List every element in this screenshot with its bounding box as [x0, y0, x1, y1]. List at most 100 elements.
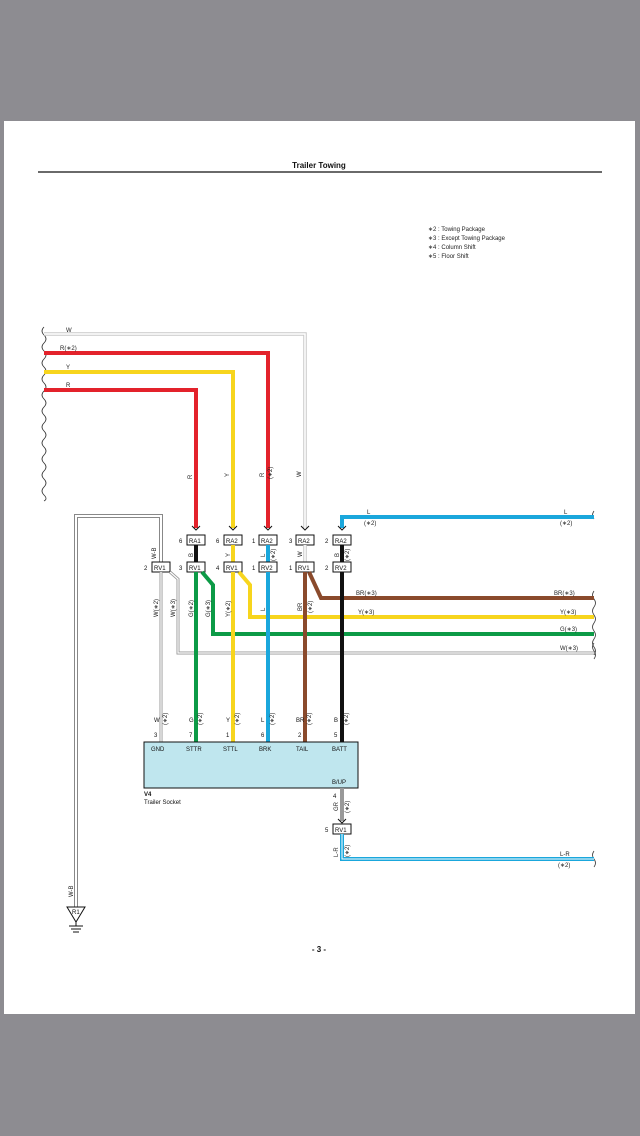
vlabel-r: R	[188, 474, 194, 479]
wire-label-r: R	[66, 383, 71, 389]
terminal-sttl: STTL	[223, 747, 238, 753]
vlabel-b-star: (∗2)	[345, 549, 351, 561]
connector-rv2-a-label: RV2	[261, 566, 273, 572]
vlabel-l-star: (∗2)	[271, 549, 277, 561]
wire-r2	[44, 351, 270, 528]
left-break-marks	[41, 326, 47, 502]
wire-y3	[237, 570, 594, 619]
vlabel-w: W	[297, 471, 303, 477]
wiring-diagram: Trailer Towing ∗2 : Towing Package ∗3 : …	[38, 161, 602, 954]
vlabel-r2-star: (∗2)	[268, 467, 274, 479]
pin-rv1-a: 2	[144, 566, 148, 572]
ground-r1: R1	[66, 906, 86, 933]
terminal-wire-star: (∗2)	[163, 713, 169, 725]
vlabel-g3: G(∗3)	[206, 600, 212, 617]
pin-rv2-a: 1	[252, 566, 256, 572]
connector-rv1-b-label: RV1	[189, 566, 201, 572]
vlabel-b1: B	[189, 553, 195, 557]
pin-ra1: 6	[179, 539, 183, 545]
wire-label-br3-right: BR(∗3)	[554, 591, 575, 597]
vlabel-y2: Y(∗2)	[226, 601, 232, 617]
ra-connector-row: 6 RA1 6 RA2 1 RA2 3 RA2 2 RA2	[179, 534, 352, 546]
vlabel-gr-star: (∗2)	[345, 801, 351, 813]
legend-item: ∗4 : Column Shift	[428, 245, 476, 251]
wire-br3	[307, 571, 594, 600]
pin-ra2-c: 3	[289, 539, 293, 545]
vlabel-w2: W(∗2)	[154, 599, 160, 617]
pin-rv1-d: 1	[289, 566, 293, 572]
vlabel-l-b: L	[261, 607, 267, 611]
pin-bup: 4	[333, 794, 337, 800]
connector-rv2-b-label: RV2	[335, 566, 347, 572]
vlabel-l-a: L	[261, 553, 267, 557]
vlabel-y-a: Y	[226, 553, 232, 557]
terminal-gnd: GND	[151, 747, 165, 753]
terminal-wire-label: G	[189, 718, 194, 724]
wire-lr	[340, 834, 594, 861]
connector-ra1-label: RA1	[189, 539, 201, 545]
vlabel-wb-upper: W-B	[152, 547, 158, 559]
pin-rv1-c: 4	[216, 566, 220, 572]
terminal-batt: BATT	[332, 747, 347, 753]
wire-l-top	[340, 515, 594, 528]
terminal-brk: BRK	[259, 747, 271, 753]
terminal-bup: B/UP	[332, 780, 346, 786]
connector-rv1-d-label: RV1	[298, 566, 310, 572]
wire-label-w3: W(∗3)	[560, 646, 578, 652]
wire-label-y: Y	[66, 365, 70, 371]
wire-w-top	[44, 332, 307, 528]
terminal-pin: 6	[261, 733, 265, 739]
wire-label-y3-left: Y(∗3)	[358, 610, 374, 616]
terminal-wire-star: (∗2)	[270, 713, 276, 725]
wire-label-l-right-star: (∗2)	[560, 521, 572, 527]
wire-label-lr-star: (∗2)	[558, 863, 570, 869]
terminal-wire-label: BR	[296, 718, 305, 724]
socket-id: V4	[144, 792, 152, 798]
terminal-sttr: STTR	[186, 747, 202, 753]
pin-ra2-a: 6	[216, 539, 220, 545]
legend: ∗2 : Towing Package ∗3 : Except Towing P…	[428, 227, 506, 260]
pin-rv1-e: 5	[325, 828, 329, 834]
terminal-wire-star: (∗2)	[307, 713, 313, 725]
vlabel-gr: GR	[334, 801, 340, 811]
connector-ra2-b-label: RA2	[261, 539, 273, 545]
terminal-wire-label: B	[334, 718, 338, 724]
trailer-socket	[143, 741, 359, 789]
rv-connector-row: 2 RV1 3 RV1 4 RV1 1 RV2 1 RV1 2 RV2	[144, 561, 352, 573]
pin-rv1-b: 3	[179, 566, 183, 572]
wire-label-br3-left: BR(∗3)	[356, 591, 377, 597]
vlabel-lr-star: (∗2)	[345, 845, 351, 857]
ground-r1-label: R1	[72, 910, 80, 916]
wire-g3	[200, 570, 594, 636]
terminal-wire-star: (∗2)	[235, 713, 241, 725]
page-title: Trailer Towing	[292, 161, 346, 170]
terminal-pin: 7	[189, 733, 193, 739]
rv1-e-arrow	[337, 818, 347, 824]
connector-ra2-a-label: RA2	[226, 539, 238, 545]
wire-label-g3: G(∗3)	[560, 627, 577, 633]
socket-wire-labels: W (∗2) 3 G (∗2) 7 Y (∗2) 1 L (∗2) 6 BR (…	[154, 713, 350, 739]
pin-rv2-b: 2	[325, 566, 329, 572]
terminal-wire-label: W	[154, 718, 160, 724]
right-break-marks	[592, 510, 596, 868]
wire-label-y3-right: Y(∗3)	[560, 610, 576, 616]
wire-label-l-left-star: (∗2)	[364, 521, 376, 527]
legend-item: ∗5 : Floor Shift	[428, 254, 469, 260]
socket-terminal-labels: GND STTR STTL BRK TAIL BATT B/UP	[151, 747, 347, 786]
connector-rv1-a-label: RV1	[154, 566, 166, 572]
connector-ra2-d-label: RA2	[335, 539, 347, 545]
connector-arrows	[191, 525, 347, 531]
document-page: Trailer Towing ∗2 : Towing Package ∗3 : …	[4, 121, 635, 1014]
terminal-wire-star: (∗2)	[198, 713, 204, 725]
page-number: - 3 -	[312, 945, 327, 954]
legend-item: ∗3 : Except Towing Package	[428, 236, 506, 242]
vlabel-r2: R	[260, 472, 266, 477]
pin-ra2-b: 1	[252, 539, 256, 545]
vlabel-lr: L-R	[334, 847, 340, 857]
terminal-wire-label: Y	[226, 718, 230, 724]
terminal-pin: 1	[226, 733, 230, 739]
connector-rv1-e-label: RV1	[335, 828, 347, 834]
wire-label-l-left: L	[367, 510, 371, 516]
vlabel-wb-lower: W-B	[69, 885, 75, 897]
connector-rv1-c-label: RV1	[226, 566, 238, 572]
